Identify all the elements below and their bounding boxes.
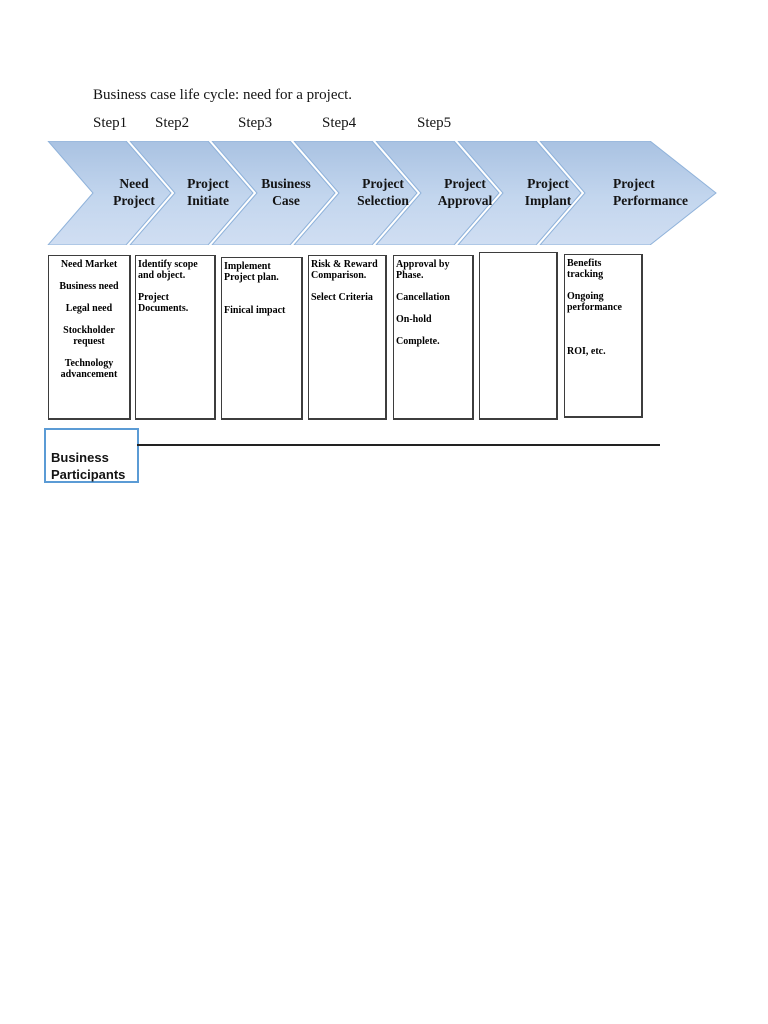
chevron-label-need-project: Need Project [113,176,155,208]
chevron-label-project-performance: Project Performance [613,176,688,208]
detail-box-project-approval: Approval by Phase. Cancellation On-hold … [393,255,474,420]
detail-text-project-approval: Approval by Phase. Cancellation On-hold … [396,259,450,347]
chevron-business-case [211,141,336,245]
page-title: Business case life cycle: need for a pro… [93,87,353,103]
participants-connector-line [137,444,660,446]
arrow-project-performance [539,141,717,245]
chevron-need-project [47,141,172,245]
step-label-2: Step2 [155,115,190,131]
detail-text-project-selection: Risk & Reward Comparison. Select Criteri… [311,259,378,303]
chevron-label-project-initiate: Project Initiate [187,176,229,208]
step-label-5: Step5 [417,115,452,131]
process-chevron-band [47,141,717,245]
step-label-1: Step1 [93,115,128,131]
chevron-project-initiate [129,141,254,245]
chevron-label-business-case: Business Case [261,176,311,208]
business-participants-label: Business Participants [51,450,126,482]
chevron-project-approval [375,141,500,245]
detail-box-project-performance: Benefits tracking Ongoing performance RO… [564,254,643,418]
chevron-project-implant [457,141,582,245]
detail-box-project-initiate: Identify scope and object. Project Docum… [135,255,216,420]
detail-box-business-case: Implement Project plan. Finical impact [221,257,303,420]
detail-text-business-case: Implement Project plan. Finical impact [224,261,286,316]
step-label-3: Step3 [238,115,273,131]
chevron-label-project-implant: Project Implant [524,176,572,208]
chevron-project-selection [293,141,418,245]
detail-text-project-performance: Benefits tracking Ongoing performance RO… [567,258,622,357]
detail-text-project-implant [480,253,556,259]
chevron-label-project-approval: Project Approval [437,176,493,208]
chevron-label-project-selection: Project Selection [357,176,409,208]
detail-text-project-initiate: Identify scope and object. Project Docum… [138,259,198,314]
business-participants-box: Business Participants [44,428,139,483]
detail-text-need-project: Need Market Business need Legal need Sto… [59,259,119,380]
detail-box-need-project: Need Market Business need Legal need Sto… [48,255,131,420]
detail-box-project-implant [479,252,558,420]
step-label-4: Step4 [322,115,357,131]
detail-box-project-selection: Risk & Reward Comparison. Select Criteri… [308,255,387,420]
